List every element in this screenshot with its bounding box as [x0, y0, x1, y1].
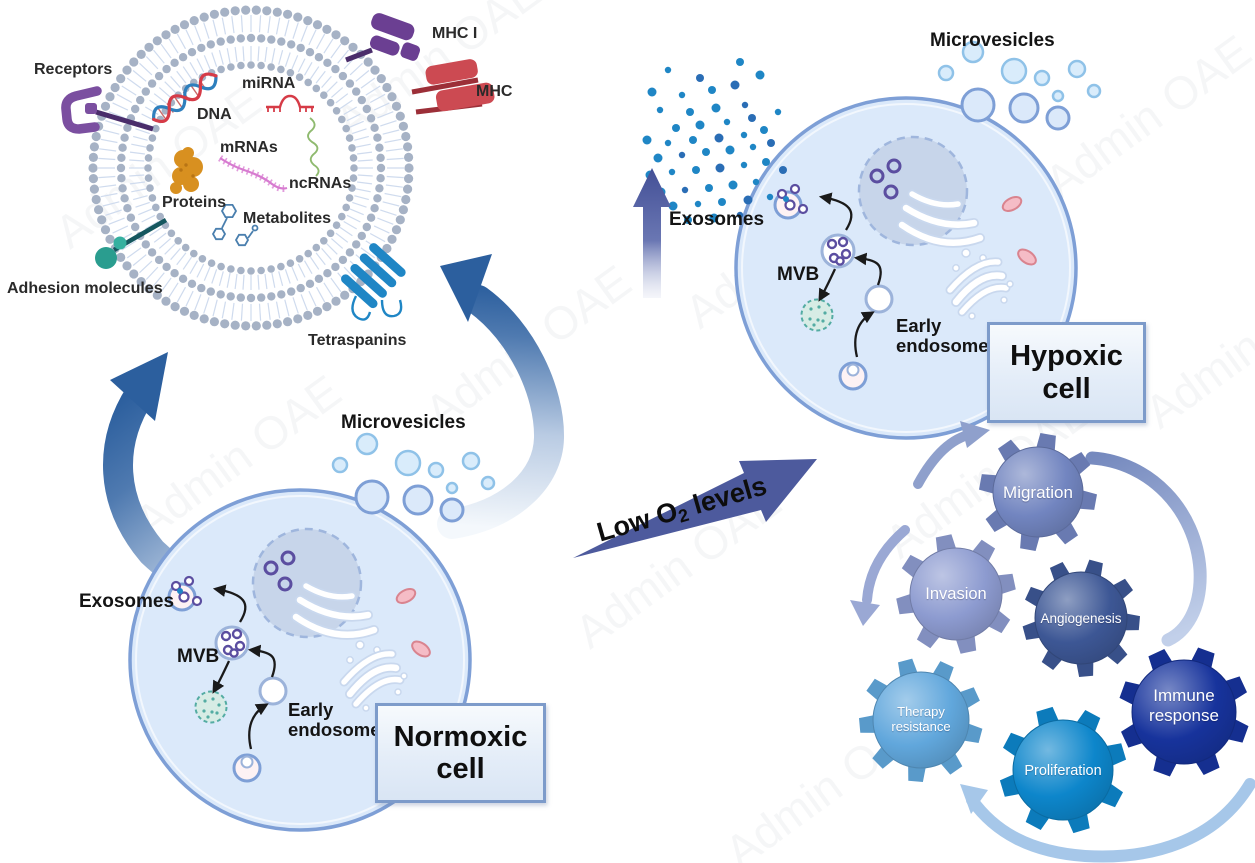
- lipid-bilayer-membrane: [88, 5, 414, 331]
- normoxic-cell-box-label: Normoxic cell: [393, 720, 528, 785]
- ncrna-icon: [307, 117, 320, 177]
- gear-therapy-resistance: [859, 658, 983, 782]
- gear-angiogenesis-label: Angiogenesis: [1040, 611, 1122, 626]
- dna-icon: [152, 72, 218, 124]
- hallmark-gears: [859, 433, 1249, 834]
- mirna-icon: [266, 94, 314, 112]
- mrna-icon: [218, 155, 288, 192]
- adhesion-molecule-icon: [95, 218, 168, 269]
- hypoxic-microvesicles-label: Microvesicles: [930, 30, 1055, 51]
- normoxic-exosomes-label: Exosomes: [79, 591, 175, 612]
- metabolites-label: Metabolites: [243, 210, 332, 227]
- receptors-label: Receptors: [34, 61, 113, 78]
- gear-immune-response: [1119, 647, 1249, 777]
- mhc-ii-label: MHC: [476, 83, 513, 100]
- gear-invasion: [896, 534, 1016, 654]
- hypoxic-cell-box-label: Hypoxic cell: [1010, 340, 1123, 405]
- gear-proliferation-label: Proliferation: [1024, 763, 1102, 779]
- dna-label: DNA: [197, 106, 232, 123]
- ncrnas-label: ncRNAs: [289, 175, 352, 192]
- mhc-i-icon: [345, 13, 421, 63]
- hypoxic-early-endosome-label: Early endosome: [896, 315, 989, 356]
- mhc-i-label: MHC I: [432, 25, 478, 42]
- tetraspanins-label: Tetraspanins: [308, 332, 407, 349]
- mirna-label: miRNA: [242, 75, 296, 92]
- gear-invasion-label: Invasion: [925, 585, 987, 603]
- hypoxic-cell-box: Hypoxic cell: [987, 322, 1146, 423]
- proteins-label: Proteins: [162, 194, 227, 211]
- swoosh-arrow-right: [437, 254, 564, 539]
- normoxic-cell-box: Normoxic cell: [375, 703, 546, 803]
- gear-proliferation: [999, 706, 1127, 834]
- exosome-vesicle-diagram: [61, 5, 495, 331]
- exosome-release-arrow: [633, 168, 671, 298]
- normoxic-mvb-label: MVB: [177, 646, 220, 667]
- gear-migration-label: Migration: [1003, 483, 1073, 502]
- gear-migration: [979, 433, 1097, 551]
- gear-immune-response-label: Immune response: [1149, 686, 1219, 725]
- hypoxic-mvb-label: MVB: [777, 264, 820, 285]
- normoxic-early-endosome-label: Early endosome: [288, 699, 381, 740]
- metabolite-icon: [211, 203, 259, 247]
- gear-therapy-resistance-label: Therapy resistance: [891, 704, 951, 734]
- tetraspanin-icon: [341, 243, 406, 321]
- mrnas-label: mRNAs: [220, 139, 278, 156]
- adhesion-molecules-label: Adhesion molecules: [7, 280, 163, 297]
- mhc-ii-icon: [411, 59, 495, 115]
- watermark-text: Admin OAE: [1135, 255, 1255, 438]
- hypoxic-exosomes-label: Exosomes: [669, 209, 765, 230]
- gear-angiogenesis: [1022, 559, 1140, 677]
- low-o2-arrow: [573, 459, 817, 558]
- normoxic-microvesicles-label: Microvesicles: [341, 412, 466, 433]
- receptor-icon: [61, 86, 154, 134]
- gear-cycle-arrows: [850, 421, 1255, 863]
- protein-icon: [170, 147, 203, 194]
